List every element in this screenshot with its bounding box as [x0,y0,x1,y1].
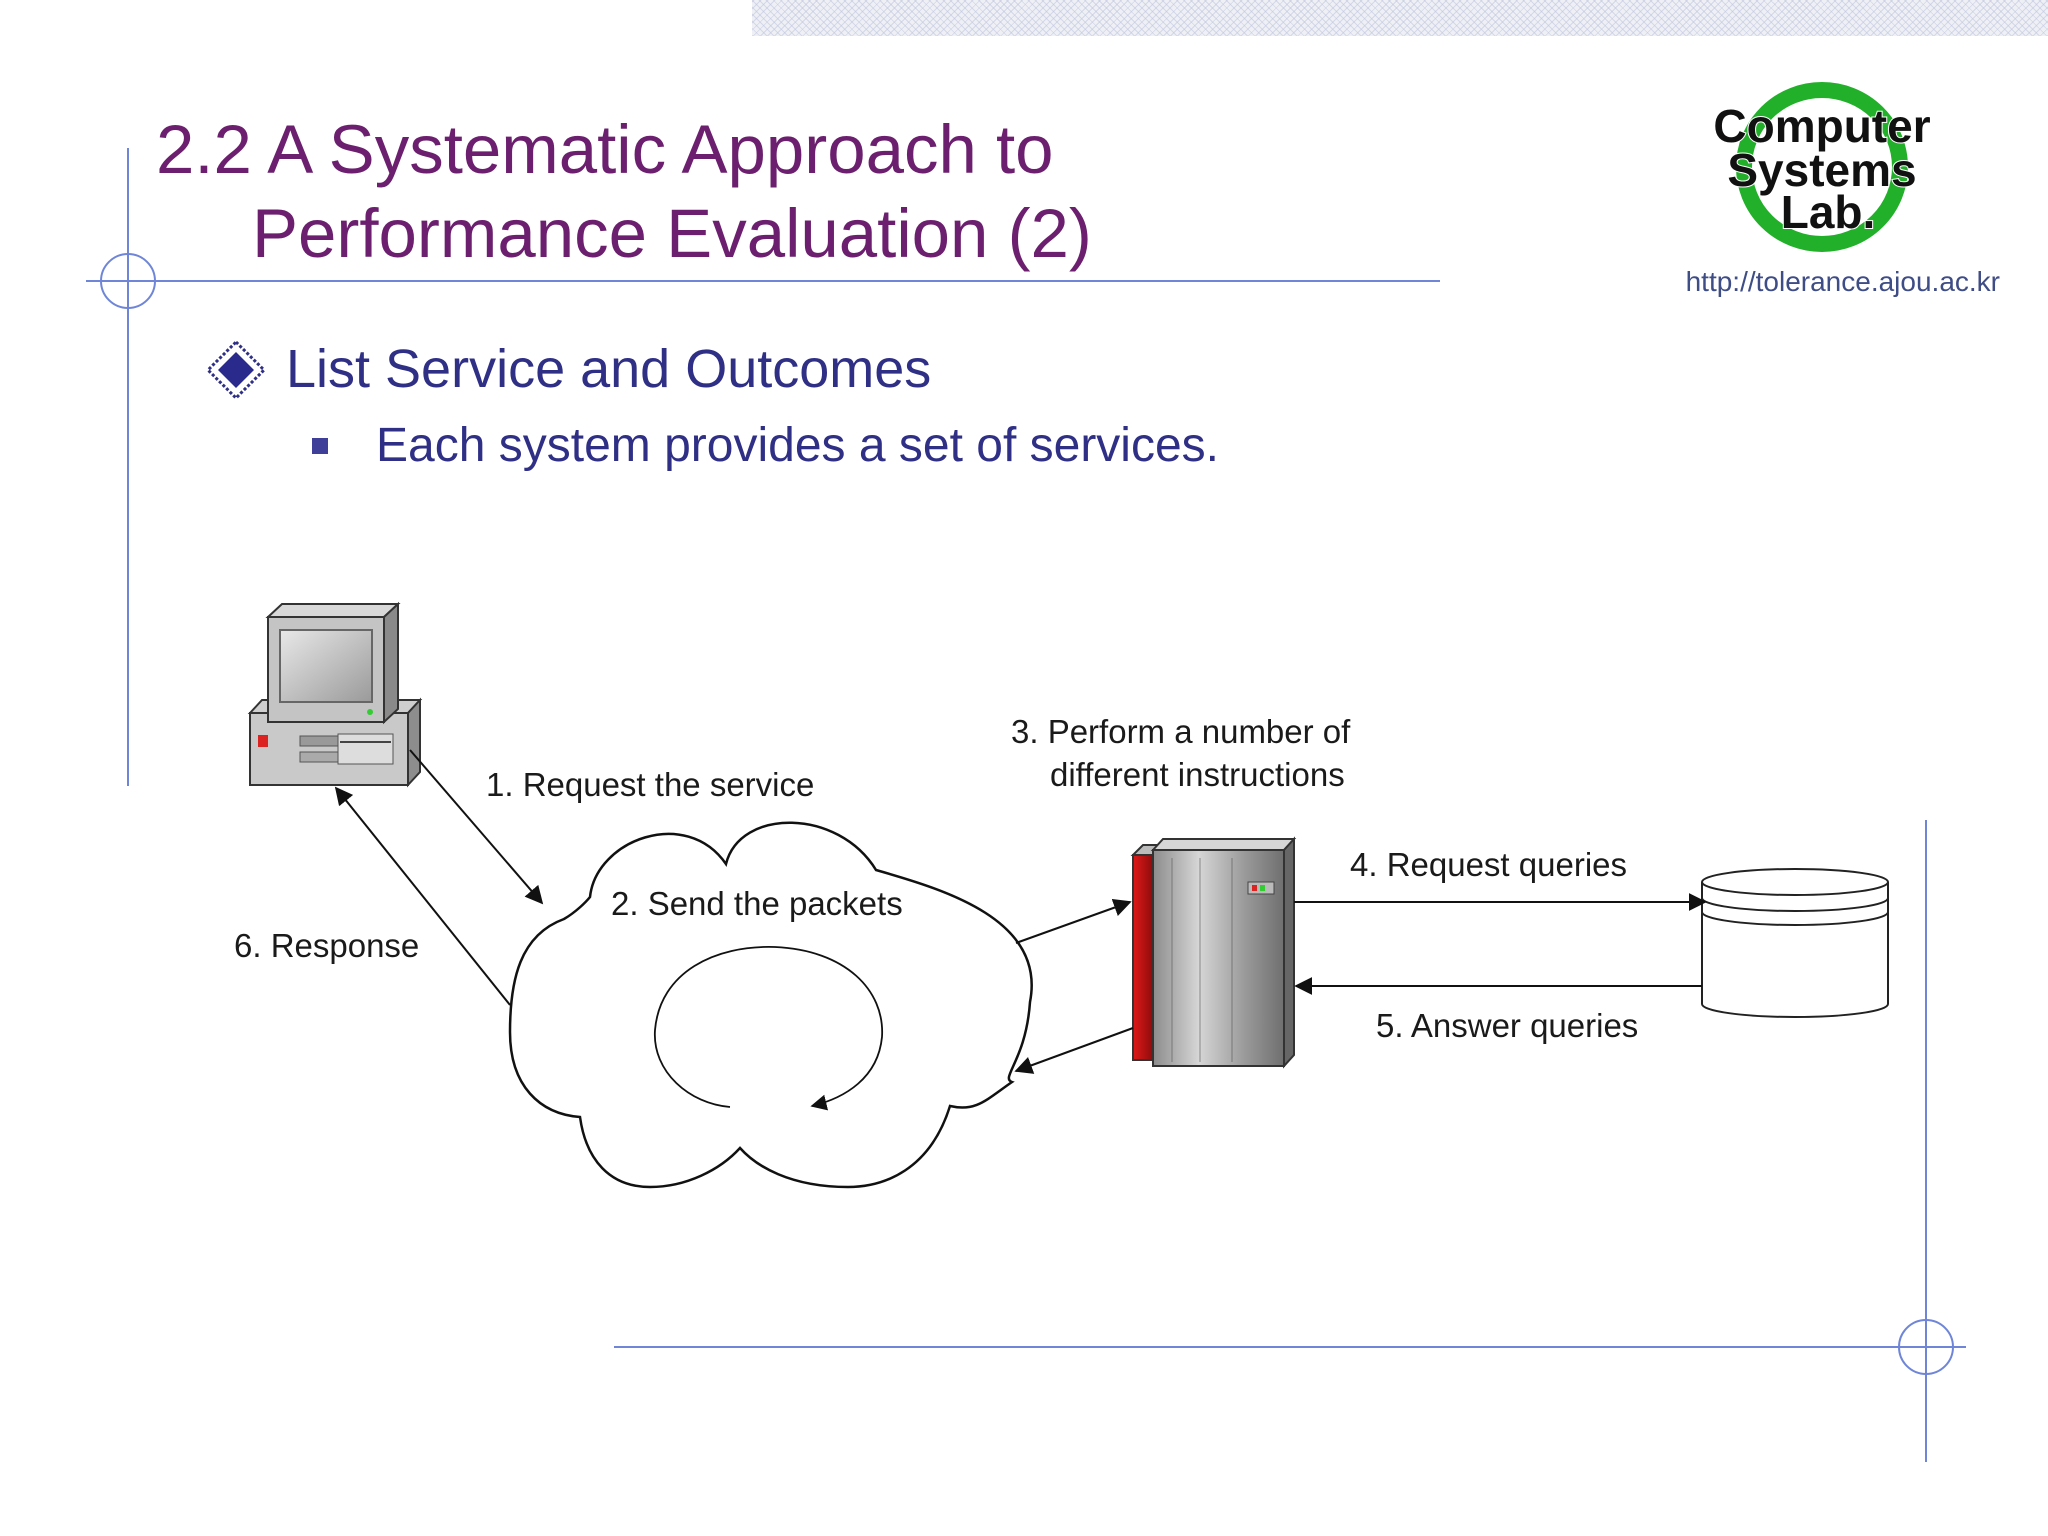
cloud-to-server-arrow [1015,899,1132,944]
network-cloud-icon [508,821,1033,1189]
bullet-level2-text: Each system provides a set of services. [376,419,1219,472]
slide-title-line1: 2.2 A Systematic Approach to [156,111,1054,188]
step5-label: 5. Answer queries [1376,1007,1638,1044]
packet-loop-arrow [654,946,883,1111]
square-bullet-icon [312,438,328,454]
diamond-bullet-icon [206,340,266,400]
corner-crosshair-icon [100,253,156,309]
bullet-level1-text: List Service and Outcomes [286,339,932,399]
site-url: http://tolerance.ajou.ac.kr [1685,266,2000,297]
step3-label-line2: different instructions [1050,756,1345,793]
request-service-arrow [409,749,544,905]
slide-title-line2: Performance Evaluation (2) [252,195,1092,272]
step1-label: 1. Request the service [486,766,814,803]
step4-label: 4. Request queries [1350,846,1627,883]
step2-label: 2. Send the packets [611,885,903,922]
database-icon [1701,868,1889,1018]
header-pattern-strip [752,0,2048,36]
step3-label-line1: 3. Perform a number of [1011,713,1351,750]
slide-title: 2.2 A Systematic Approach to Performance… [156,108,1416,276]
response-arrow [334,786,511,1006]
server-to-cloud-arrow [1014,1027,1134,1074]
corner-crosshair-icon-2 [1898,1319,1954,1375]
server-icon [1130,836,1297,1069]
step6-label: 6. Response [234,927,419,964]
client-computer-icon [247,601,423,788]
